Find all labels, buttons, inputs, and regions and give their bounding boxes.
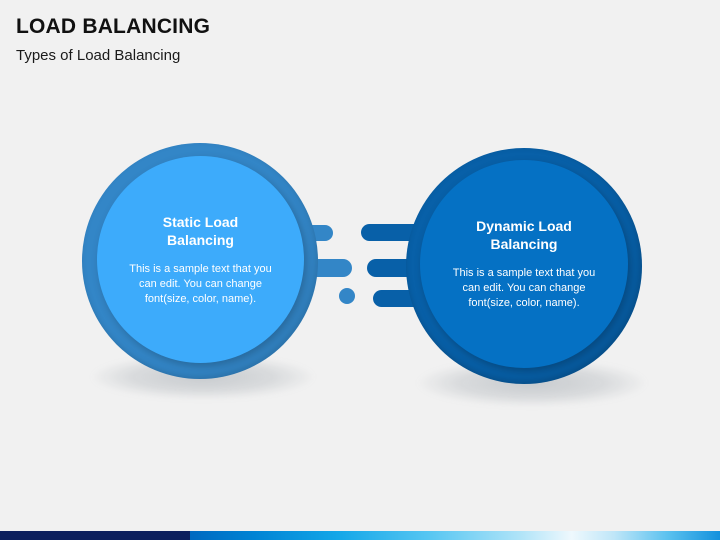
static-node-title: Static Load Balancing (162, 213, 239, 248)
page-subtitle: Types of Load Balancing (16, 47, 181, 64)
footer-bar-navy-segment (0, 531, 190, 540)
dynamic-node-title: Dynamic Load Balancing (476, 218, 572, 252)
dynamic-node-body: This is a sample text that you can edit.… (452, 267, 596, 309)
footer-accent-bar (0, 531, 720, 540)
dynamic-node[interactable]: Dynamic Load Balancing This is a sample … (420, 160, 628, 368)
static-node-body: This is a sample text that you can edit.… (129, 262, 272, 305)
footer-bar-gradient-segment (190, 531, 720, 540)
slide-header: LOAD BALANCING Types of Load Balancing (16, 14, 616, 66)
static-node[interactable]: Static Load Balancing This is a sample t… (97, 156, 304, 363)
page-title: LOAD BALANCING (16, 15, 211, 38)
connector-light-dot (339, 288, 355, 304)
connector-dark-bar-top (361, 224, 423, 241)
